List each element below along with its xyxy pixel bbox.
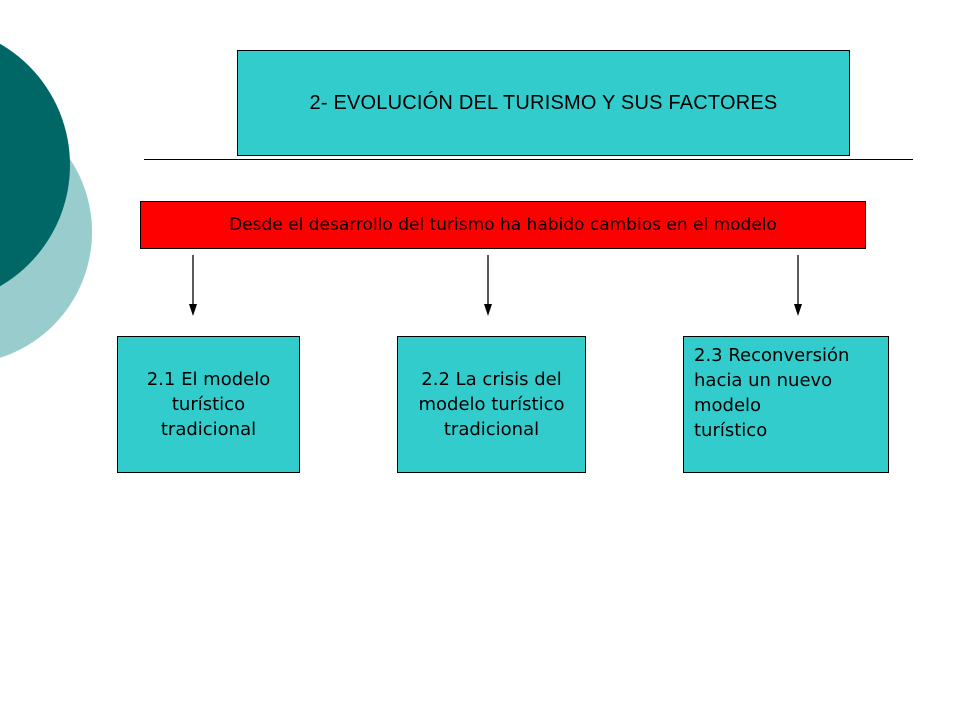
topic-line: 2.2 La crisis del (421, 369, 562, 390)
topic-line: 2.1 El modelo (146, 369, 271, 390)
banner-text: Desde el desarrollo del turismo ha habid… (229, 215, 777, 235)
topic-box-2-2: 2.2 La crisis del modelo turístico tradi… (397, 336, 586, 473)
topic-box-2-3: 2.3 Reconversión hacia un nuevo modelo t… (683, 336, 889, 473)
topic-line: turístico (171, 394, 246, 415)
title-divider (144, 159, 913, 160)
arrow-right (794, 255, 802, 316)
arrow-left (189, 255, 197, 316)
dark-teal-circle (0, 43, 70, 287)
topic-box-2-1-text: 2.1 El modelo turístico tradicional (147, 367, 271, 442)
topic-line: modelo (694, 395, 762, 416)
topic-line: hacia un nuevo (694, 370, 833, 391)
topic-box-2-1: 2.1 El modelo turístico tradicional (117, 336, 300, 473)
topic-box-2-2-text: 2.2 La crisis del modelo turístico tradi… (419, 367, 565, 442)
arrow-middle (484, 255, 492, 316)
topic-line: turístico (694, 420, 768, 441)
decorative-circles (0, 43, 92, 358)
topic-line: tradicional (443, 419, 540, 440)
banner-box: Desde el desarrollo del turismo ha habid… (140, 201, 866, 249)
topic-line: modelo turístico (418, 394, 565, 415)
title-box: 2- EVOLUCIÓN DEL TURISMO Y SUS FACTORES (237, 50, 850, 156)
topic-line: 2.3 Reconversión (694, 345, 850, 366)
topic-line: tradicional (160, 419, 257, 440)
page-title: 2- EVOLUCIÓN DEL TURISMO Y SUS FACTORES (309, 91, 778, 114)
